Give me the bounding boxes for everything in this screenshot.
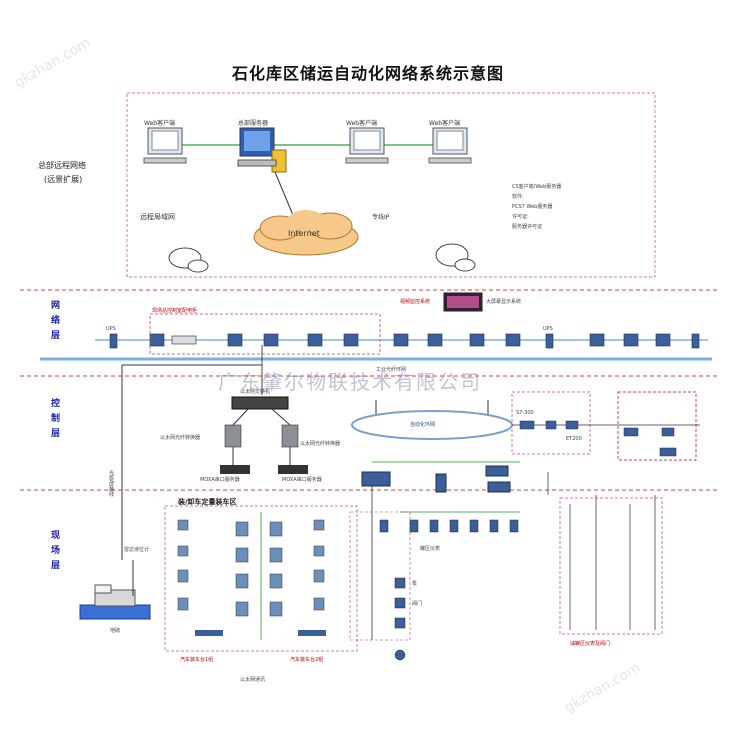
pump-label: 泵: [412, 581, 418, 587]
zone-label-network: 网络层: [49, 300, 59, 345]
web-client-3-label: Web客户端: [429, 120, 461, 127]
network-devices: [109, 333, 700, 349]
dedicated-ip-cloud: [435, 243, 476, 272]
truck-scale-label: 地磅: [110, 628, 121, 634]
cabinet-label: 现场总控制室配电柜: [152, 308, 198, 314]
fiber-converter-2-label: 以太网光纤转换器: [300, 441, 341, 447]
bottom-right-label: 油罐区仪表及阀门: [570, 641, 611, 647]
core-switch: [231, 396, 289, 410]
legend-line-2: 软件:: [512, 194, 524, 200]
company-watermark: 广东肇尔物联技术有限公司: [218, 370, 482, 394]
hq-server-computer: [237, 127, 287, 173]
internet-cloud: [253, 210, 359, 256]
cable-label: 光缆/屏蔽线: [108, 470, 114, 497]
remote-group-sub: (远景扩展): [44, 175, 83, 184]
ups-right-label: UPS: [543, 326, 553, 332]
fiber-converter-1-label: 以太网光纤转换器: [160, 435, 201, 441]
remote-lan-cloud: [168, 247, 209, 273]
valve-label: 阀门: [412, 601, 423, 607]
dedicated-ip-label: 专线IP: [372, 214, 390, 221]
ethernet-bottom-label: 以太网通讯: [240, 677, 266, 683]
ring-label: 工业光纤环网: [376, 367, 407, 373]
web-client-1-label: Web客户端: [144, 120, 176, 127]
bottom-mid-label: 汽车装车台2组: [290, 657, 324, 663]
ups-left-label: UPS: [106, 326, 116, 332]
web-client-2-computer: [345, 127, 389, 164]
tank-area-label: 罐区仪表: [420, 546, 441, 552]
ring-network-label: 自动化环网: [410, 422, 436, 428]
radar-label: 雷达液位计: [124, 547, 150, 553]
bottom-left-label: 汽车装车台1组: [180, 657, 214, 663]
internet-label: Internet: [288, 229, 320, 238]
gateway-label: S7-300: [516, 410, 534, 416]
video-label: 视频监控系统: [400, 299, 431, 305]
web-client-1-computer: [143, 127, 187, 164]
remote-group-label: 总部远程网络: [38, 161, 86, 170]
legend-line-4: 许可证:: [512, 214, 529, 220]
remote-network-box: [126, 92, 656, 278]
zone-label-control: 控制层: [49, 398, 59, 443]
loading-area-label: 装/卸车定量装车区: [178, 498, 237, 506]
moxa-2-label: MOXA串口服务器: [282, 477, 322, 483]
legend-line-1: CS客户端/Web服务器: [512, 184, 562, 190]
zone-label-field: 现场层: [49, 530, 59, 575]
legend-line-5: 服务器许可证: [512, 224, 543, 230]
remote-lan-label: 远程局域网: [140, 213, 175, 221]
hq-server-label: 总部服务器: [238, 120, 269, 127]
diagram-title: 石化库区储运自动化网络系统示意图: [231, 64, 504, 83]
legend-line-3: PCS7 Web服务器: [512, 204, 553, 210]
screen-label: 大屏幕显示系统: [486, 299, 522, 305]
et200-label: ET200: [566, 436, 582, 442]
truck-scale-illustration: [79, 560, 151, 620]
ethernet-switch-label: 以太网交换机: [240, 389, 271, 395]
web-client-3-computer: [428, 127, 472, 164]
moxa-1-label: MOXA串口服务器: [200, 477, 240, 483]
web-client-2-label: Web客户端: [346, 120, 378, 127]
